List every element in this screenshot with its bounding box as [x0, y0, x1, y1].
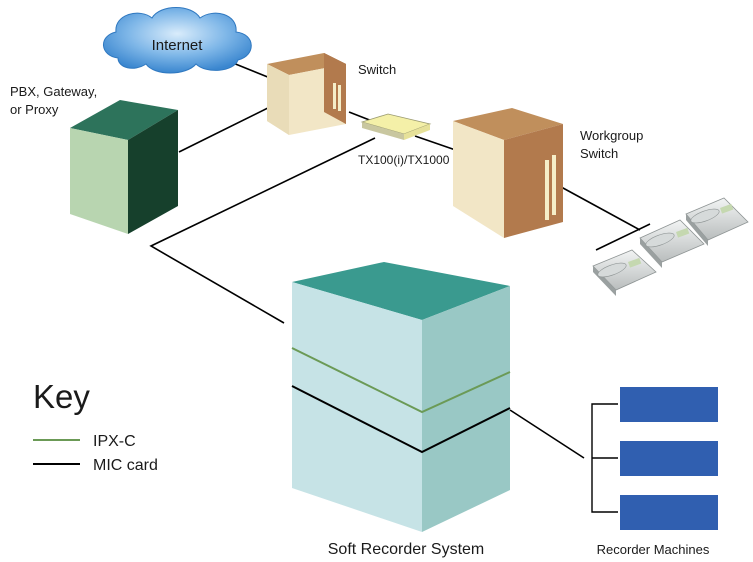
- ip-phone-3: [685, 197, 749, 246]
- internet-cloud: Internet: [103, 7, 252, 74]
- recorder-machine-2: [620, 441, 718, 476]
- workgroup-switch-device: Workgroup Switch: [453, 108, 643, 238]
- pbx-device: PBX, Gateway, or Proxy: [10, 84, 178, 234]
- recorder-machines-label: Recorder Machines: [597, 542, 710, 557]
- ip-phone-1: [592, 249, 657, 296]
- recorder-machine-3: [620, 495, 718, 530]
- workgroup-label-line1: Workgroup: [580, 128, 643, 143]
- soft-recorder-label: Soft Recorder System: [328, 541, 485, 558]
- line-workgroup-phone: [551, 181, 641, 231]
- line-recorder-to-machines: [509, 409, 585, 459]
- recorder-machines: Recorder Machines: [509, 387, 718, 557]
- ip-phone-2: [639, 219, 705, 268]
- key-mic-card-label: MIC card: [93, 457, 158, 474]
- key-title: Key: [33, 378, 90, 415]
- tx-card: TX100(i)/TX1000: [358, 113, 450, 167]
- line-phone-branch: [595, 223, 651, 251]
- switch-device: Switch: [267, 53, 396, 135]
- workgroup-label-line2: Switch: [580, 146, 618, 161]
- key-legend: Key IPX-C MIC card: [33, 378, 158, 474]
- line-tx-recorder: [149, 137, 376, 324]
- ipx-c-line: [291, 347, 511, 414]
- soft-recorder-system: Soft Recorder System: [291, 262, 511, 558]
- ip-phones: [592, 197, 749, 296]
- switch-label: Switch: [358, 62, 396, 77]
- key-ipx-c-label: IPX-C: [93, 433, 136, 450]
- tx-label: TX100(i)/TX1000: [358, 153, 450, 167]
- pbx-label-line2: or Proxy: [10, 102, 59, 117]
- mic-card-line: [291, 385, 511, 454]
- recorder-machine-1: [620, 387, 718, 422]
- pbx-label-line1: PBX, Gateway,: [10, 84, 97, 99]
- internet-label: Internet: [152, 37, 204, 54]
